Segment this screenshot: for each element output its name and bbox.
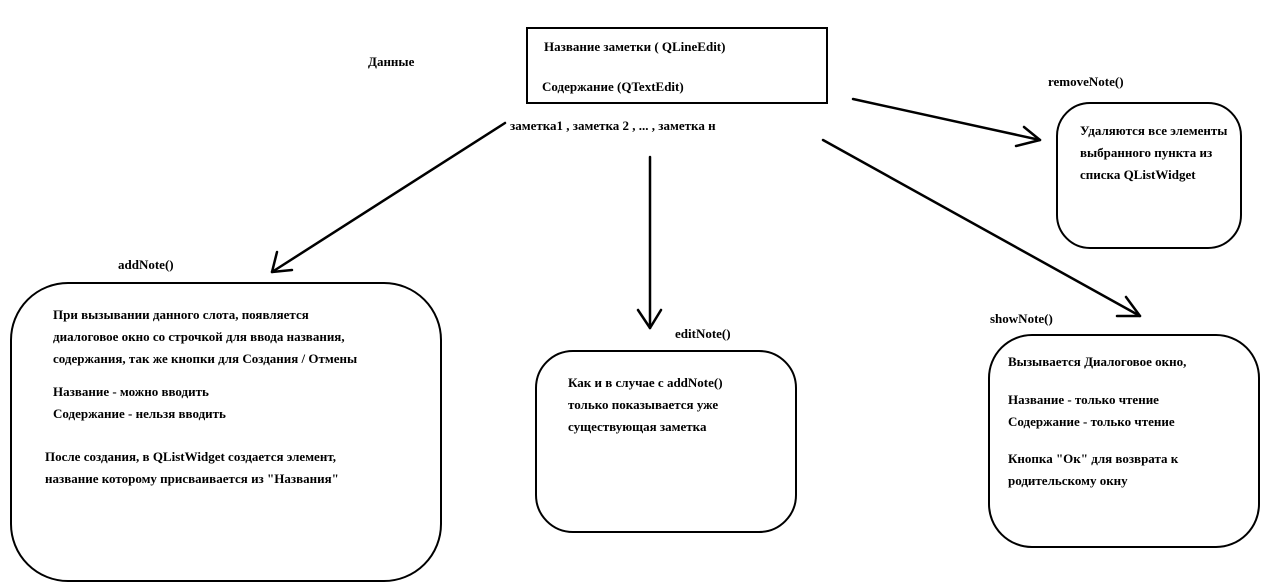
add-note-result: После создания, в QListWidget создается … [45,446,339,490]
add-note-line: содержания, так же кнопки для Создания /… [53,351,358,366]
remove-note-title: removeNote() [1048,74,1124,89]
arrow-to-show-note [821,138,1142,318]
edit-note-line: только показывается уже [568,397,719,412]
add-note-description: При вызывании данного слота, появляется … [53,304,357,370]
edit-note-line: существующая заметка [568,419,707,434]
show-note-line: родительскому окну [1008,473,1128,488]
add-note-line: При вызывании данного слота, появляется [53,307,309,322]
show-note-ok: Кнопка "Ок" для возврата к родительскому… [1008,448,1178,492]
show-note-line: Вызывается Диалоговое окно, [1008,354,1187,369]
show-note-line: Кнопка "Ок" для возврата к [1008,451,1179,466]
show-note-dialog: Вызывается Диалоговое окно, [1008,351,1186,373]
data-label: Данные [368,54,415,69]
show-note-title: showNote() [990,311,1053,326]
remove-note-line: выбранного пункта из [1080,145,1213,160]
arrow-to-edit-note [636,155,663,330]
add-note-line: диалоговое окно со строчкой для ввода на… [53,329,345,344]
edit-note-description: Как и в случае с addNote() только показы… [568,372,723,438]
data-box: Название заметки ( QLineEdit) Содержание… [526,27,828,104]
add-note-line: Название - можно вводить [53,384,209,399]
content-field-label: Содержание (QTextEdit) [542,79,684,94]
add-note-line: название которому присваивается из "Назв… [45,471,339,486]
add-note-line: После создания, в QListWidget создается … [45,449,336,464]
edit-note-title: editNote() [675,326,731,341]
show-note-fields: Название - только чтение Содержание - то… [1008,389,1175,433]
remove-note-line: списка QListWidget [1080,167,1196,182]
edit-note-box: Как и в случае с addNote() только показы… [535,350,797,533]
add-note-fields: Название - можно вводить Содержание - не… [53,381,226,425]
show-note-line: Содержание - только чтение [1008,414,1175,429]
title-field-label: Название заметки ( QLineEdit) [544,39,726,54]
arrow-to-add-note [270,121,507,274]
notes-list-label: заметка1 , заметка 2 , ... , заметка н [510,118,716,133]
edit-note-line: Как и в случае с addNote() [568,375,723,390]
show-note-line: Название - только чтение [1008,392,1159,407]
show-note-box: Вызывается Диалоговое окно, Название - т… [988,334,1260,548]
remove-note-line: Удаляются все элементы [1080,123,1228,138]
remove-note-box: Удаляются все элементы выбранного пункта… [1056,102,1242,249]
add-note-box: При вызывании данного слота, появляется … [10,282,442,582]
arrow-to-remove-note [851,97,1042,148]
remove-note-description: Удаляются все элементы выбранного пункта… [1080,120,1227,186]
arrows-layer [270,97,1142,330]
add-note-title: addNote() [118,257,174,272]
add-note-line: Содержание - нельзя вводить [53,406,226,421]
